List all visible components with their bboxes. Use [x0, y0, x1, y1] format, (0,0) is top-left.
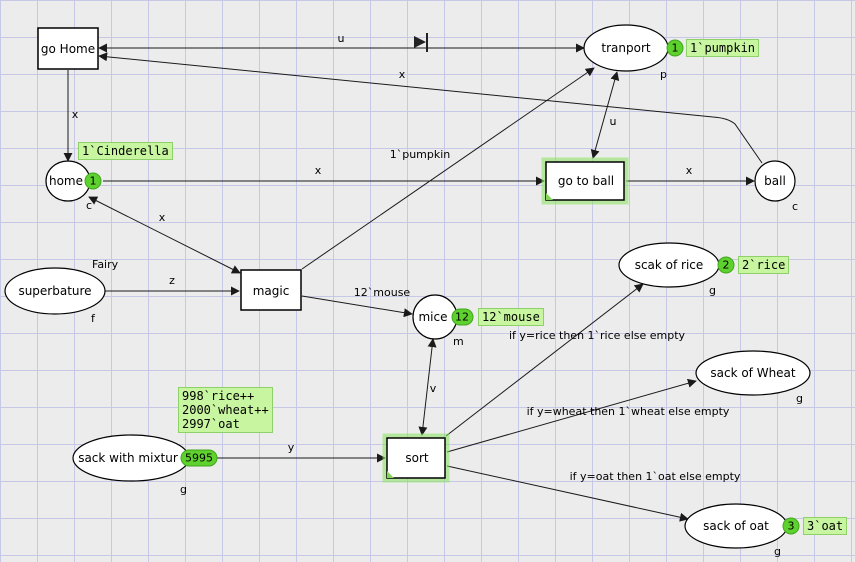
place-sack-of-wheat[interactable]: sack of Wheat g	[695, 350, 811, 405]
arc-magic-tranport[interactable]	[301, 67, 595, 270]
place-sack-with-mixture[interactable]: sack with mixtur g 5995	[72, 434, 218, 496]
place-scak-of-rice[interactable]: scak of rice g 2	[618, 242, 735, 297]
place-home[interactable]: home c 1	[45, 160, 102, 212]
token-count: 3	[788, 520, 795, 533]
arc-label-rice-expr: if y=rice then 1`rice else empty	[509, 329, 686, 342]
transition-label: go to ball	[558, 174, 614, 188]
transition-label: magic	[253, 284, 290, 298]
place-type: g	[709, 284, 716, 297]
place-type: m	[453, 335, 464, 348]
arc-label-y: y	[288, 441, 295, 454]
place-label: home	[49, 174, 83, 188]
place-label: sack of oat	[703, 519, 769, 533]
transition-go-home[interactable]: go Home	[37, 27, 99, 70]
token-count: 1	[90, 175, 97, 188]
place-label: ball	[764, 174, 786, 188]
place-label: sack with mixtur	[78, 451, 178, 465]
place-mice[interactable]: mice m 12	[412, 294, 474, 348]
marking-sack-of-oat[interactable]: 3`oat	[803, 517, 848, 535]
token-count: 5995	[185, 452, 213, 465]
arc-label-oat-expr: if y=oat then 1`oat else empty	[570, 470, 741, 483]
token-count-badge[interactable]	[84, 172, 102, 190]
place-type: p	[660, 68, 667, 81]
token-count-badge[interactable]	[782, 517, 800, 535]
place-ghost-label: Fairy	[92, 258, 119, 271]
place-label: mice	[418, 310, 447, 324]
arc-label-mouse: 12`mouse	[354, 286, 411, 299]
enabled-corner-icon	[387, 471, 394, 478]
marking-tranport[interactable]: 1`pumpkin	[686, 39, 760, 57]
arc-ball-gohome[interactable]	[98, 52, 763, 164]
arc-sort-oat[interactable]	[446, 465, 689, 522]
arc-label-x-ball-home: x	[399, 68, 406, 81]
place-type: f	[91, 312, 96, 325]
token-count-badge[interactable]	[180, 449, 218, 467]
token-count: 2	[723, 259, 730, 272]
token-count-badge[interactable]	[451, 308, 474, 326]
transition-go-to-ball[interactable]: go to ball	[541, 157, 629, 205]
place-sack-of-oat[interactable]: sack of oat g 3	[684, 503, 800, 558]
arc-home-magic[interactable]	[88, 196, 241, 274]
arc-label-u-top: u	[338, 32, 345, 45]
arc-tranport-gotoball[interactable]	[590, 71, 620, 159]
arc-label-z: z	[169, 274, 175, 287]
arcs: u x x u 1`pumpkin x x x z 12`mouse v	[63, 32, 763, 522]
arc-sort-rice[interactable]	[445, 283, 644, 437]
place-superbature[interactable]: superbature f Fairy	[4, 258, 119, 325]
token-count: 1	[672, 42, 679, 55]
transition-sort[interactable]: sort	[382, 433, 450, 483]
place-label: superbature	[18, 284, 91, 298]
place-type: g	[796, 392, 803, 405]
arc-label-x-home-magic: x	[159, 211, 166, 224]
marking-scak-of-rice[interactable]: 2`rice	[738, 256, 790, 274]
token-count: 12	[455, 311, 469, 324]
place-label: scak of rice	[635, 258, 704, 272]
place-ball[interactable]: ball c	[754, 160, 798, 213]
token-count-badge[interactable]	[666, 39, 684, 57]
token-count-badge[interactable]	[717, 256, 735, 274]
place-label: sack of Wheat	[710, 366, 796, 380]
place-type: c	[792, 200, 798, 213]
arc-label-wheat-expr: if y=wheat then 1`wheat else empty	[527, 405, 730, 418]
arc-label-x-gohome-home: x	[72, 108, 79, 121]
place-type: c	[86, 199, 92, 212]
place-type: g	[180, 483, 187, 496]
arc-label-x-gotoball-ball: x	[686, 164, 693, 177]
marking-home[interactable]: 1`Cinderella	[78, 142, 173, 160]
arc-label-x-home-gotoball: x	[315, 164, 322, 177]
transition-magic[interactable]: magic	[240, 269, 302, 311]
arc-mice-sort[interactable]	[418, 338, 437, 436]
arc-sort-wheat[interactable]	[446, 378, 697, 453]
transition-label: sort	[405, 451, 429, 465]
arc-magic-mice[interactable]	[301, 295, 413, 318]
transition-label: go Home	[41, 42, 95, 56]
marking-mice[interactable]: 12`mouse	[478, 308, 544, 326]
marking-sack-with-mixture[interactable]: 998`rice++ 2000`wheat++ 2997`oat	[178, 387, 273, 433]
arc-label-u-tranport: u	[610, 115, 617, 128]
place-label: tranport	[601, 41, 650, 55]
place-tranport[interactable]: tranport p 1	[583, 24, 684, 81]
breakpoint-icon[interactable]	[414, 36, 426, 48]
place-type: g	[774, 545, 781, 558]
enabled-corner-icon	[546, 193, 553, 200]
arc-label-pumpkin: 1`pumpkin	[390, 148, 451, 161]
arc-label-v: v	[430, 382, 437, 395]
